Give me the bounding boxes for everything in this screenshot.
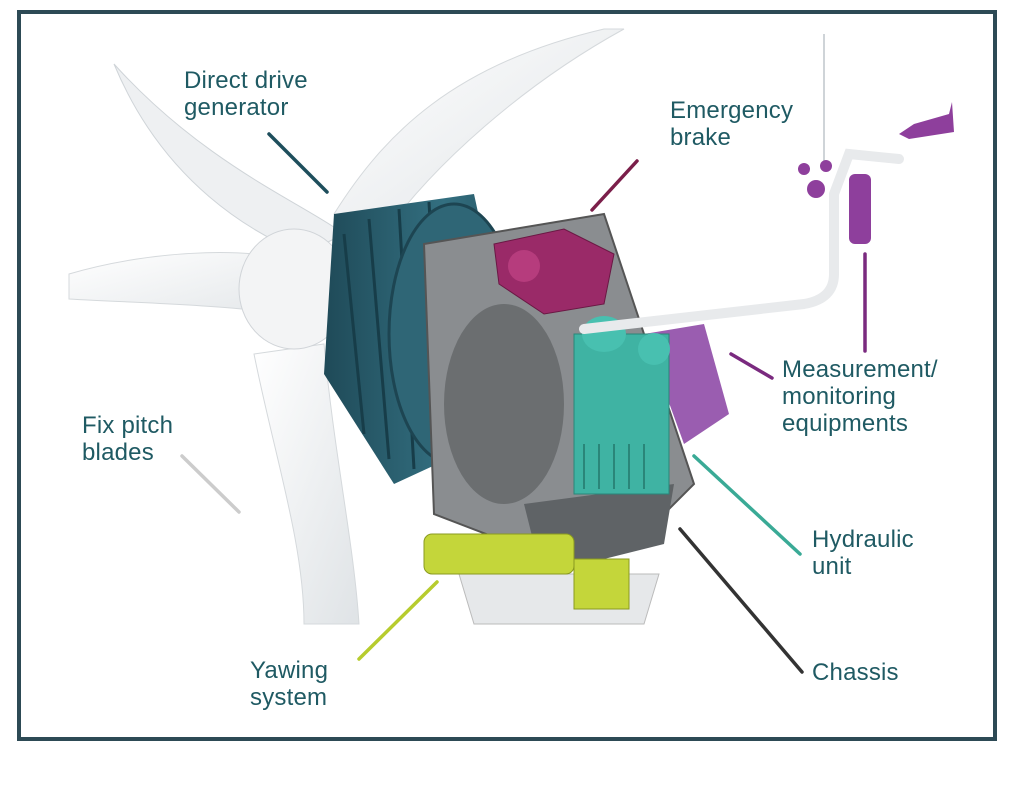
wind-turbine-illustration bbox=[68, 28, 954, 674]
leader-yawing bbox=[357, 580, 439, 661]
leader-hydraulic bbox=[692, 454, 802, 556]
label-chassis: Chassis bbox=[812, 659, 899, 686]
label-line: equipments bbox=[782, 410, 909, 437]
leader-measurement bbox=[729, 352, 774, 380]
blades bbox=[68, 28, 625, 625]
label-line: Emergency bbox=[670, 97, 794, 124]
yaw-shape bbox=[423, 533, 630, 610]
label-hydraulic-unit: Hydraulic unit bbox=[812, 526, 914, 580]
label-line: unit bbox=[812, 553, 852, 580]
label-line: monitoring bbox=[782, 383, 897, 410]
leader-lines bbox=[180, 132, 867, 674]
label-line: generator bbox=[184, 94, 289, 121]
label-line: blades bbox=[82, 439, 154, 466]
label-emergency-brake: Emergency brake bbox=[670, 97, 793, 151]
sensors bbox=[798, 102, 954, 244]
label-line: brake bbox=[670, 124, 732, 151]
label-line: system bbox=[250, 684, 328, 711]
label-fix-pitch-blades: Fix pitch blades bbox=[82, 412, 173, 466]
label-measurement-equipment: Measurement/ monitoring equipments bbox=[782, 356, 938, 437]
label-line: Measurement/ bbox=[782, 356, 938, 383]
label-line: Direct drive bbox=[184, 67, 308, 94]
leader-fix-pitch bbox=[180, 454, 241, 514]
hydraulic-shape bbox=[573, 316, 670, 495]
label-line: Fix pitch bbox=[82, 412, 174, 439]
label-direct-drive-generator: Direct drive generator bbox=[184, 67, 308, 121]
label-line: Chassis bbox=[812, 659, 899, 686]
label-line: Hydraulic bbox=[812, 526, 914, 553]
label-line: Yawing bbox=[250, 657, 329, 684]
sensor-mast bbox=[579, 148, 904, 334]
leader-chassis bbox=[678, 527, 804, 674]
leader-direct-drive bbox=[267, 132, 329, 194]
leader-emergency-brake bbox=[590, 159, 639, 212]
diagram-frame: Direct drive generator Emergency brake M… bbox=[17, 10, 997, 741]
label-yawing-system: Yawing system bbox=[250, 657, 328, 711]
brake-shape bbox=[493, 228, 615, 315]
